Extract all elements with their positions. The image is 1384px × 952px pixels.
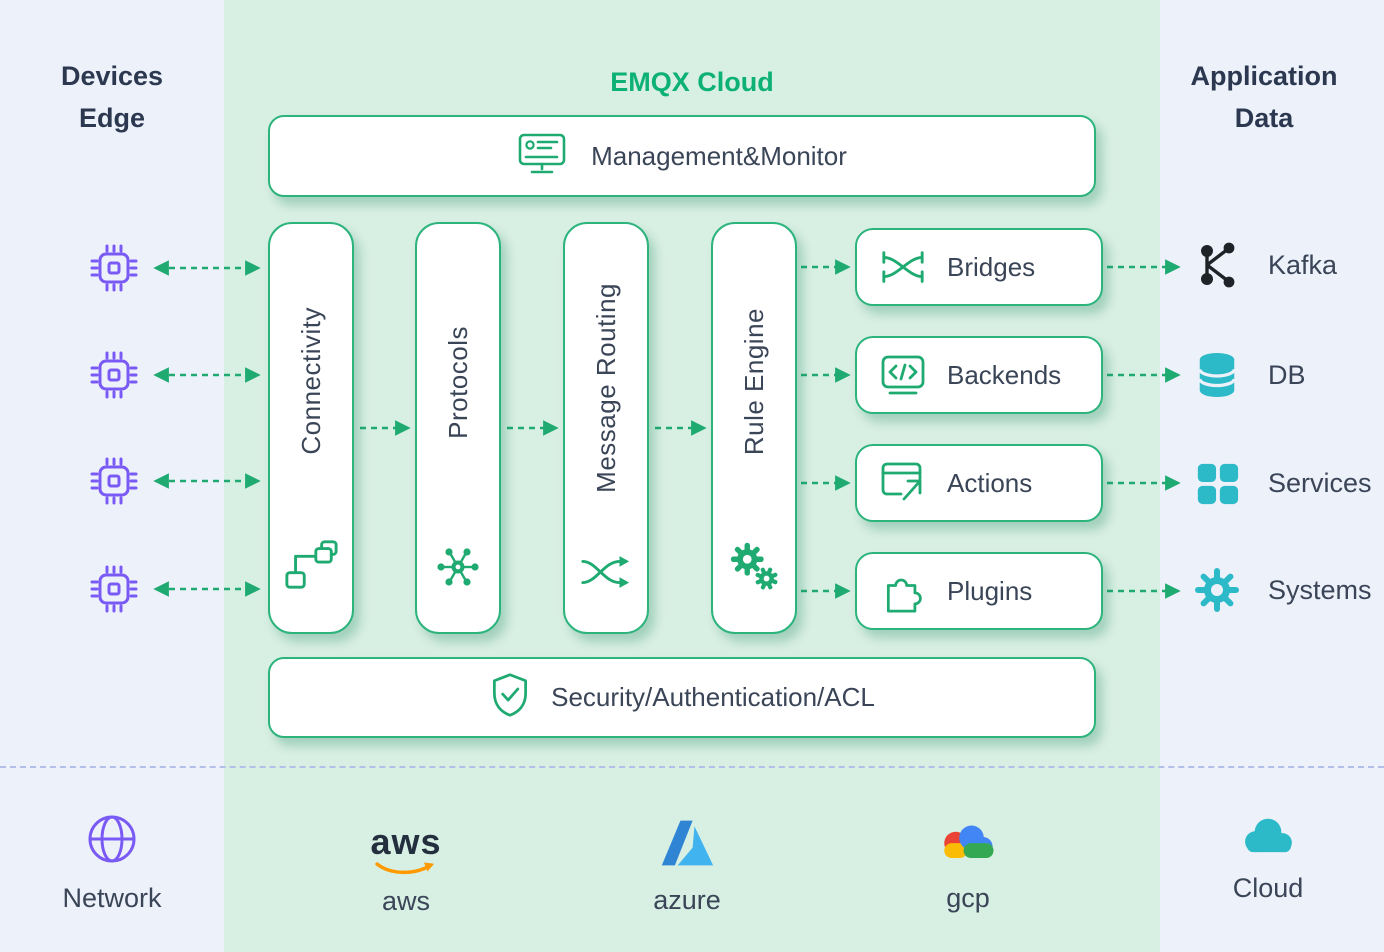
device-chip-icon (90, 351, 138, 399)
rule-engine-label-wrap: Rule Engine (739, 224, 770, 539)
services-label: Services (1268, 467, 1372, 498)
connectivity-label-wrap: Connectivity (296, 224, 327, 537)
device-chip-icon (90, 457, 138, 505)
security-label: Security/Authentication/ACL (551, 682, 875, 712)
device-chip-icon (90, 565, 138, 613)
globe-icon (85, 812, 139, 871)
bridges-label: Bridges (947, 251, 1036, 282)
actions-box: Actions (855, 444, 1103, 522)
gcp-label: gcp (946, 883, 990, 913)
rule-engine-pillar: Rule Engine (711, 222, 797, 634)
app-item-services: Services (1188, 455, 1372, 511)
network-label: Network (62, 883, 162, 913)
cloud-icon (1239, 814, 1297, 861)
gcp-logo (939, 822, 997, 871)
db-label: DB (1268, 359, 1306, 390)
application-title-line2: Data (1234, 102, 1294, 133)
azure-logo (659, 818, 715, 873)
backends-box: Backends (855, 336, 1103, 414)
kafka-label: Kafka (1268, 249, 1338, 280)
rule-engine-label: Rule Engine (738, 307, 769, 456)
systems-label: Systems (1268, 574, 1372, 605)
message-routing-pillar: Message Routing (563, 222, 649, 634)
aws-logo: aws (370, 824, 441, 878)
app-item-kafka: Kafka (1188, 237, 1337, 293)
protocols-pillar: Protocols (415, 222, 501, 634)
gear-icon (1188, 566, 1246, 614)
aws-label: aws (381, 886, 430, 916)
bridges-box: Bridges (855, 228, 1103, 306)
management-monitor-label: Management&Monitor (591, 140, 847, 171)
app-item-db: DB (1188, 347, 1306, 403)
devices-title-line2: Edge (78, 102, 145, 133)
device-chip-icon (90, 244, 138, 292)
shuffle-icon (579, 551, 633, 598)
message-routing-label-wrap: Message Routing (591, 224, 622, 551)
database-icon (1188, 349, 1246, 401)
security-box: Security/Authentication/ACL (268, 657, 1096, 738)
gears-icon (727, 539, 781, 598)
backends-label: Backends (947, 359, 1062, 390)
plugins-label: Plugins (947, 575, 1033, 606)
azure-label: azure (653, 885, 721, 915)
app-item-systems: Systems (1188, 562, 1372, 618)
kafka-icon (1188, 237, 1246, 293)
aws-item: aws aws (348, 824, 464, 917)
connectivity-label: Connectivity (295, 306, 326, 455)
protocols-label-wrap: Protocols (443, 224, 474, 541)
plugins-box: Plugins (855, 552, 1103, 630)
shield-check-icon (489, 672, 531, 723)
action-arrow-icon (879, 461, 927, 505)
application-title-line1: Application (1190, 61, 1338, 91)
code-window-icon (879, 354, 927, 396)
management-monitor-box: Management&Monitor (268, 115, 1096, 197)
devices-edge-title: Devices Edge (20, 56, 204, 140)
cloud-edge-divider-line (0, 766, 1384, 768)
devices-title-line1: Devices (60, 61, 164, 91)
network-item: Network (52, 812, 172, 914)
azure-item: azure (632, 818, 742, 916)
protocols-label: Protocols (442, 326, 473, 439)
cloud-label: Cloud (1232, 873, 1304, 903)
topology-icon (283, 537, 339, 598)
message-routing-label: Message Routing (590, 282, 621, 493)
aws-logo-text: aws (370, 821, 442, 862)
hub-icon (432, 541, 484, 598)
grid-icon (1188, 460, 1246, 506)
bridge-icon (879, 249, 927, 285)
puzzle-icon (879, 568, 927, 614)
application-data-title: Application Data (1154, 56, 1374, 140)
connectivity-pillar: Connectivity (268, 222, 354, 634)
cloud-item: Cloud (1210, 814, 1326, 904)
actions-label: Actions (947, 467, 1033, 498)
monitor-icon (517, 132, 567, 181)
gcp-item: gcp (910, 822, 1026, 914)
emqx-cloud-title: EMQX Cloud (610, 67, 774, 97)
